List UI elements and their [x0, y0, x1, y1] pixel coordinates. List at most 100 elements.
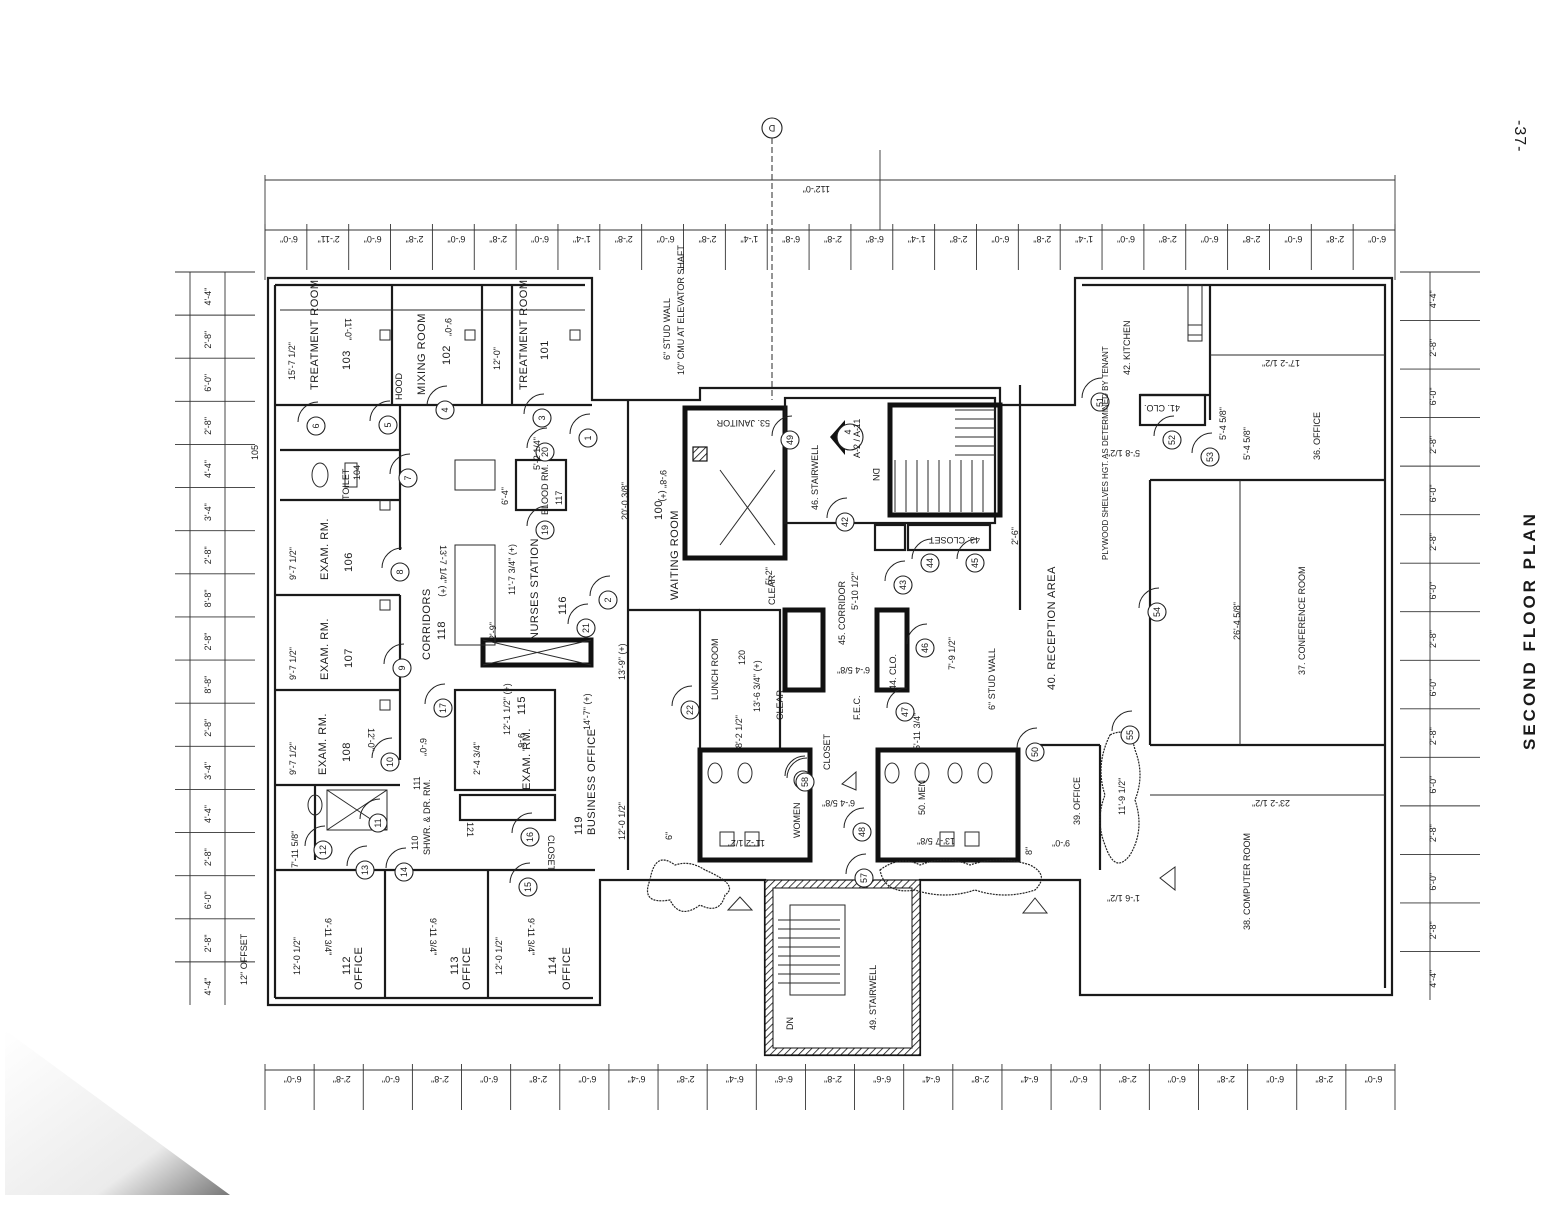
- svg-text:51: 51: [1095, 397, 1105, 407]
- dimension-label: 2'-8": [203, 331, 213, 349]
- dimension-label: 2'-8": [1428, 727, 1438, 745]
- dimension-label: 2'-8": [203, 848, 213, 866]
- dimension-label: 6'-0": [203, 374, 213, 392]
- door-tag-2: 2: [589, 575, 618, 610]
- svg-text:102: 102: [441, 345, 453, 365]
- svg-text:9'-7 1/2": 9'-7 1/2": [288, 742, 298, 775]
- svg-text:11'-9 1/2": 11'-9 1/2": [1117, 778, 1127, 815]
- door-tag-16: 16: [511, 812, 540, 847]
- svg-text:101: 101: [539, 340, 551, 360]
- door-tag-12: 12: [304, 825, 333, 860]
- svg-text:9: 9: [397, 665, 407, 670]
- center-core: [682, 385, 1102, 1056]
- dimension-label: 2'-8": [1428, 339, 1438, 357]
- door-tag-43: 43: [884, 560, 913, 595]
- room-120: LUNCH ROOM: [710, 638, 720, 700]
- svg-text:104: 104: [352, 465, 362, 480]
- right-dimension-string: 4'-4"2'-8"6'-0"2'-8"6'-0"2'-8"6'-0"2'-8"…: [1400, 271, 1480, 1000]
- dimension-label: 6'-4": [628, 1074, 646, 1084]
- svg-text:114: 114: [547, 956, 559, 975]
- svg-text:2: 2: [603, 597, 613, 602]
- room-104: TOILET: [341, 468, 351, 500]
- svg-text:13: 13: [360, 865, 370, 875]
- room-39: 39. OFFICE: [1072, 777, 1082, 825]
- dimension-label: 4'-4": [1428, 970, 1438, 988]
- revision-triangles: [726, 770, 1176, 914]
- svg-text:5'-2 1/4": 5'-2 1/4": [532, 437, 542, 470]
- door-tag-6: 6: [297, 401, 326, 436]
- svg-text:119: 119: [573, 816, 585, 835]
- svg-text:15'-7 1/2": 15'-7 1/2": [287, 342, 297, 380]
- svg-text:2'-4 3/4": 2'-4 3/4": [472, 742, 482, 775]
- svg-text:23'-2 1/2": 23'-2 1/2": [1252, 798, 1290, 808]
- dimension-label: 1'-4": [908, 234, 926, 244]
- svg-text:5'-4 5/8": 5'-4 5/8": [1218, 407, 1228, 440]
- dimension-label: 2'-11": [318, 234, 340, 244]
- room-101: TREATMENT ROOM: [518, 280, 530, 390]
- dimension-label: 4'-4": [203, 460, 213, 478]
- svg-text:52: 52: [1167, 435, 1177, 445]
- room-50: 50. MEN: [917, 780, 927, 815]
- page-number: -37-: [1511, 120, 1528, 152]
- dimension-label: 3'-4": [203, 762, 213, 780]
- svg-text:19: 19: [540, 525, 550, 535]
- room-116: NURSES STATION: [529, 538, 541, 640]
- room-115: EXAM. RM.: [521, 728, 533, 790]
- door-tag-21: 21: [567, 603, 596, 638]
- svg-text:12'-0 1/2": 12'-0 1/2": [617, 802, 627, 840]
- svg-text:10: 10: [385, 757, 395, 767]
- door-tag-17: 17: [424, 683, 453, 718]
- svg-text:14: 14: [399, 867, 409, 877]
- door-tag-53: 53: [1191, 432, 1220, 467]
- dimension-label: 2'-8": [203, 417, 213, 435]
- section-marker: 4 A-2 / A-11: [830, 419, 864, 458]
- svg-text:9'-8" (+): 9'-8" (+): [658, 470, 668, 502]
- svg-text:116: 116: [557, 596, 569, 615]
- svg-text:CLEAR: CLEAR: [775, 689, 785, 720]
- svg-text:13'-7 5/8": 13'-7 5/8": [917, 836, 955, 846]
- svg-text:16: 16: [525, 832, 535, 842]
- svg-text:A-2 / A-11: A-2 / A-11: [852, 419, 862, 458]
- bottom-dimension-string: 6'-0"2'-8"6'-0"2'-8"6'-0"2'-8"6'-0"6'-4"…: [264, 1064, 1396, 1110]
- svg-text:47: 47: [900, 707, 910, 717]
- svg-text:9'-7 1/2": 9'-7 1/2": [288, 647, 298, 680]
- dimension-label: 2'-8": [1119, 1074, 1137, 1084]
- dimension-label: 2'-8": [677, 1074, 695, 1084]
- dimension-label: 1'-4": [573, 234, 591, 244]
- svg-text:112: 112: [341, 956, 353, 975]
- dimension-label: 6'-0": [1428, 679, 1438, 697]
- dimension-label: 6'-0": [284, 1074, 302, 1084]
- svg-text:113: 113: [449, 956, 461, 975]
- room-women: WOMEN: [792, 803, 802, 839]
- svg-text:8": 8": [1024, 847, 1034, 855]
- dimension-label: 6'-4": [922, 1074, 940, 1084]
- svg-text:107: 107: [343, 648, 355, 668]
- svg-text:12'-1 1/2" (+): 12'-1 1/2" (+): [502, 683, 512, 735]
- dimension-label: 6'-0": [1428, 582, 1438, 600]
- door-tag-47: 47: [886, 687, 915, 722]
- svg-text:13'-9" (+): 13'-9" (+): [617, 643, 627, 680]
- door-tag-44: 44: [911, 538, 940, 573]
- svg-text:26'-4 5/8": 26'-4 5/8": [1232, 602, 1242, 640]
- svg-text:44: 44: [925, 558, 935, 568]
- svg-text:48: 48: [857, 827, 867, 837]
- svg-text:3: 3: [537, 415, 547, 420]
- svg-text:9'-11 3/4": 9'-11 3/4": [323, 918, 333, 955]
- svg-text:F.E.C.: F.E.C.: [852, 695, 862, 720]
- dimension-label: 2'-8": [1428, 436, 1438, 454]
- page-curl: [5, 1030, 230, 1195]
- svg-text:42: 42: [840, 517, 850, 527]
- dimension-label: 6'-6": [775, 1074, 793, 1084]
- dimension-label: 8'-8": [203, 676, 213, 694]
- svg-text:106: 106: [343, 552, 355, 572]
- dimension-label: 6'-4": [726, 1074, 744, 1084]
- svg-text:20: 20: [540, 447, 550, 457]
- svg-text:58: 58: [800, 777, 810, 787]
- room-49: 49. STAIRWELL: [868, 965, 878, 1030]
- room-40: 40. RECEPTION AREA: [1046, 566, 1058, 690]
- dimension-label: 6'-4": [1021, 1074, 1039, 1084]
- door-tag-58: 58: [786, 757, 815, 792]
- top-dimension-string: 6'-0"2'-11"6'-0"2'-8"6'-0"2'-8"6'-0"1'-4…: [264, 117, 1396, 400]
- svg-text:6: 6: [311, 423, 321, 428]
- room-38: 38. COMPUTER ROOM: [1242, 833, 1252, 930]
